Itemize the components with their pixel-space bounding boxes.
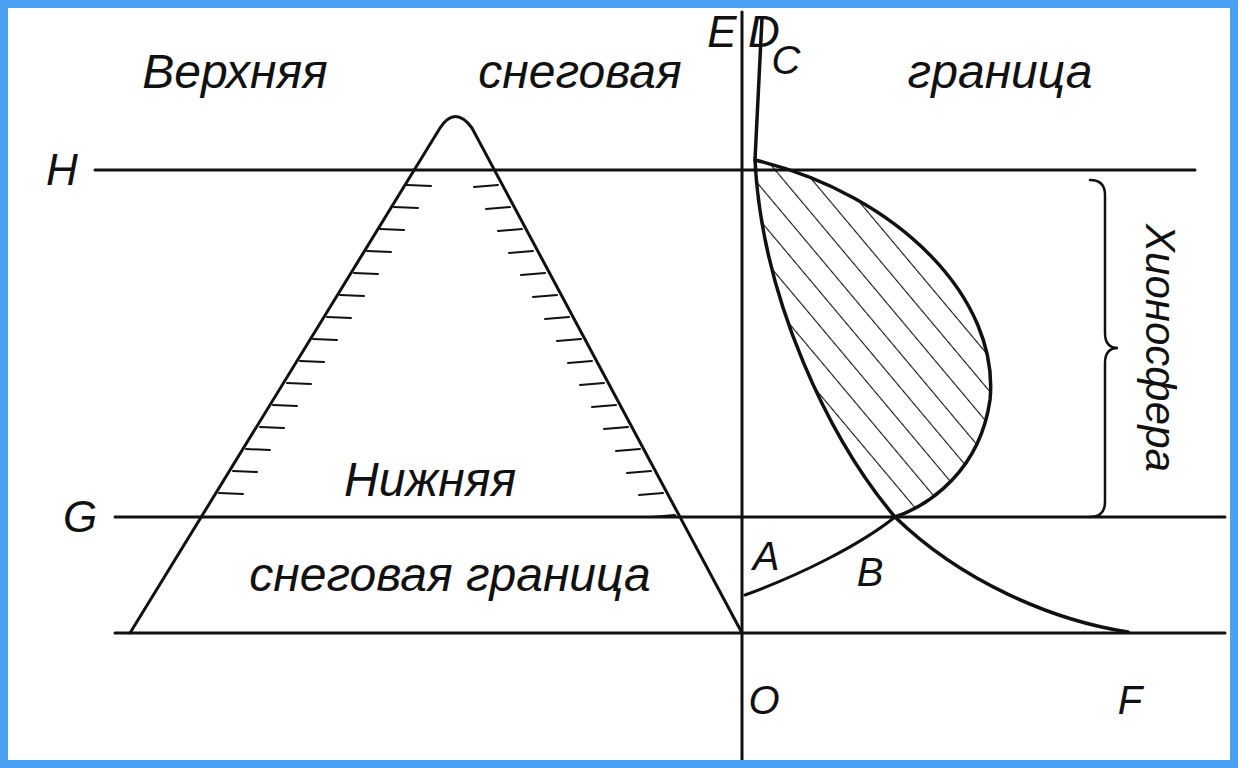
- zone-label: Хионосфера: [1139, 224, 1181, 472]
- point-letter: O: [748, 680, 779, 720]
- point-letter: F: [1118, 680, 1142, 720]
- base-line: [115, 632, 1225, 635]
- snow-ticks-left: [219, 185, 431, 494]
- point-letter: C: [772, 40, 801, 80]
- mountain-outline: [130, 117, 742, 634]
- line-letter: G: [63, 495, 97, 539]
- curve-bulge: [755, 160, 991, 517]
- vertical-axis: [741, 12, 744, 768]
- region-label: снеговая граница: [249, 551, 650, 599]
- line-letter: H: [46, 148, 78, 192]
- region-label: граница: [908, 48, 1093, 96]
- hatched-area: [755, 160, 991, 517]
- curve-ab: [745, 517, 895, 595]
- point-letter: B: [857, 552, 884, 592]
- brace: [1090, 180, 1118, 517]
- lower-line: [115, 516, 1225, 519]
- region-label: Нижняя: [344, 456, 516, 504]
- curve-dcbf: [755, 18, 1128, 632]
- upper-line: [95, 169, 1195, 172]
- region-label: Верхняя: [142, 48, 328, 96]
- region-label: снеговая: [478, 48, 681, 96]
- point-letter: A: [753, 536, 780, 576]
- axis-letter: E: [707, 10, 736, 54]
